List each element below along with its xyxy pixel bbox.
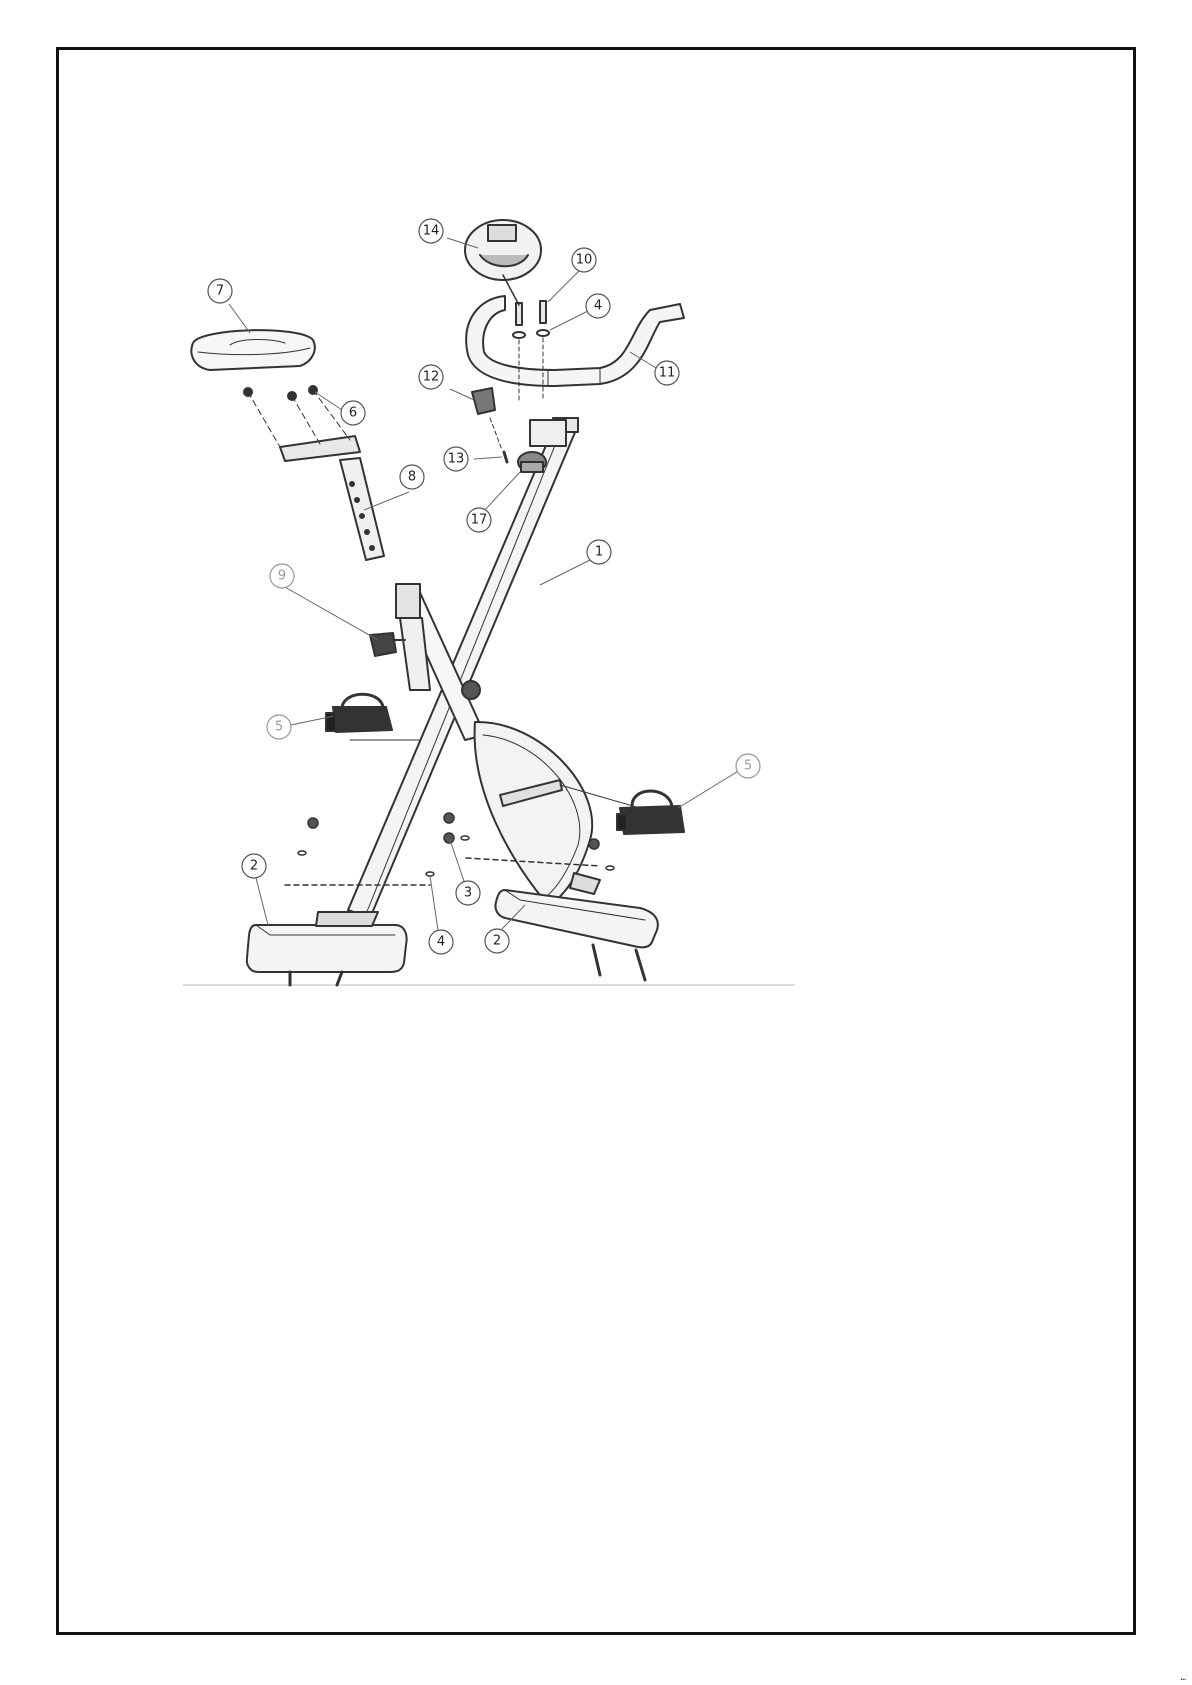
callout-text-17: 17: [471, 513, 488, 528]
tension-knob: [518, 452, 546, 472]
callout-text-13: 13: [448, 452, 465, 467]
callout-text-7: 7: [216, 284, 224, 299]
frame-knob: [462, 681, 480, 699]
rear-stabilizer: [247, 912, 407, 985]
callout-text-12: 12: [423, 370, 440, 385]
handlebar-part: [466, 296, 684, 386]
callout-text-8: 8: [408, 470, 416, 485]
callout-text-6: 6: [349, 406, 357, 421]
callout-text-1: 1: [595, 545, 603, 560]
callout-text-10: 10: [576, 253, 593, 268]
pin-part: [504, 452, 507, 462]
callout-text-9: 9: [278, 569, 286, 584]
callout-text-3: 3: [464, 886, 472, 901]
callout-text-2-left: 2: [250, 859, 258, 874]
callout-text-2-right: 2: [493, 934, 501, 949]
callout-text-4: 4: [594, 299, 602, 314]
left-pedal: [326, 694, 392, 732]
callout-text-5-left: 5: [275, 720, 283, 735]
footer-code: …: [1181, 1673, 1186, 1683]
callout-text-11: 11: [659, 366, 676, 381]
clamp-part: [472, 388, 502, 450]
callout-text-14: 14: [423, 224, 440, 239]
front-stabilizer: [495, 873, 657, 980]
console-part: [465, 220, 541, 305]
seat-post: [280, 436, 384, 560]
seat-adjust-knob: [370, 633, 405, 656]
callout-text-4-bottom: 4: [437, 935, 445, 950]
right-pedal: [617, 791, 684, 834]
seat-part: [191, 330, 350, 447]
callout-text-5-right: 5: [744, 759, 752, 774]
